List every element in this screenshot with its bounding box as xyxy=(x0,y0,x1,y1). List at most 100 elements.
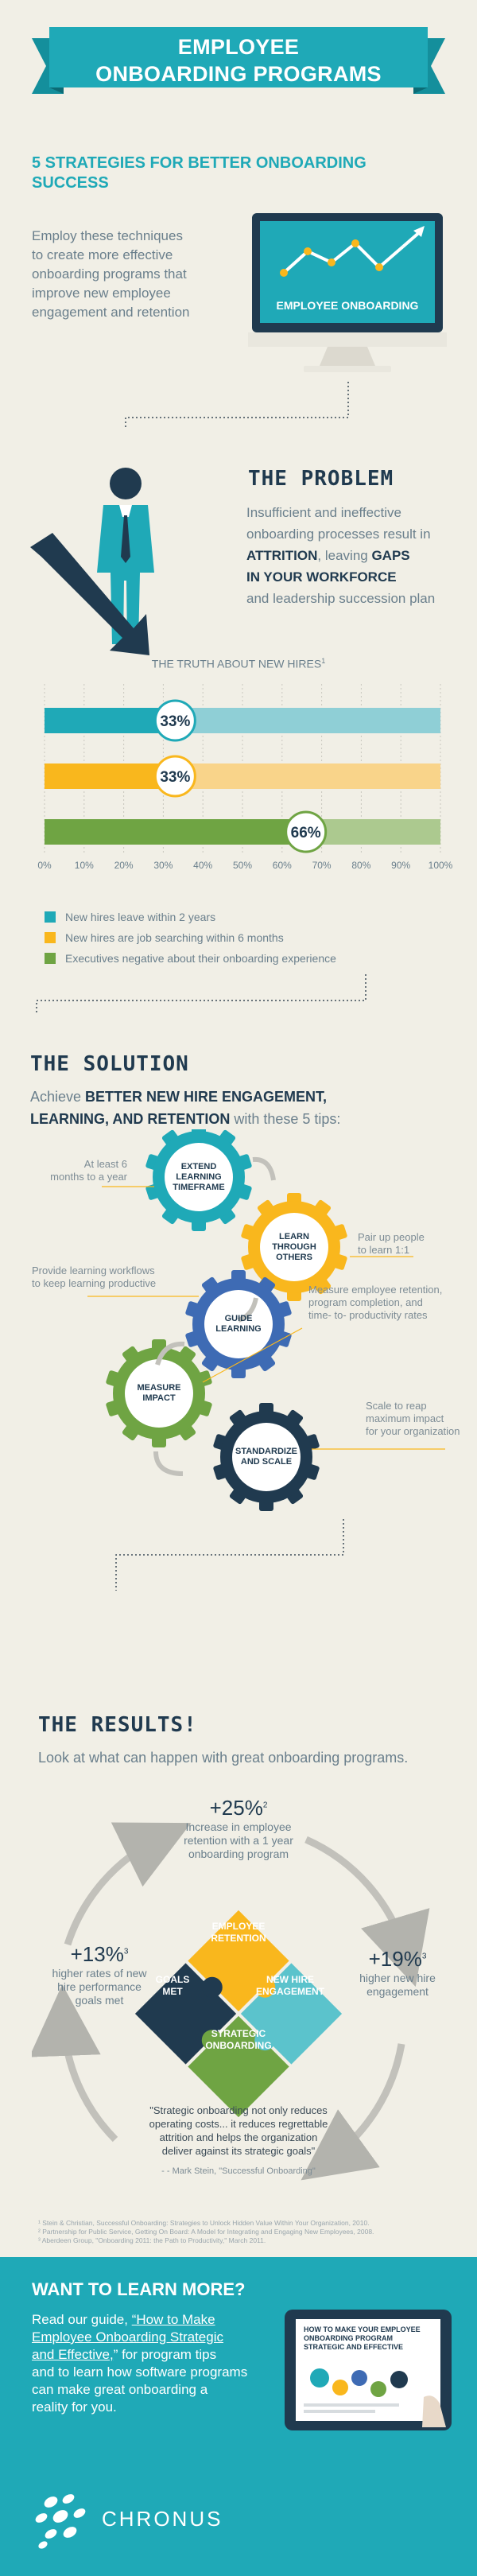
chronus-logo-icon xyxy=(32,2488,111,2551)
attrition-emphasis: ATTRITION xyxy=(246,548,318,563)
problem-line-1: Insufficient and ineffective xyxy=(246,505,402,520)
puzzle-engagement: NEW HIRE ENGAGEMENT xyxy=(250,1974,330,1998)
solution-intro-emphasis: BETTER NEW HIRE ENGAGEMENT, xyxy=(85,1089,328,1105)
problem-line-3-rest: , leaving xyxy=(317,548,372,563)
footnotes: ¹ Stein & Christian, Successful Onboardi… xyxy=(38,2219,452,2245)
connector-line xyxy=(36,974,366,1014)
result-goals: +13%3 higher rates of new hire performan… xyxy=(40,1942,159,2007)
results-subhead: Look at what can happen with great onboa… xyxy=(38,1750,409,1766)
solution-intro-line-2: LEARNING, AND RETENTION with these 5 tip… xyxy=(30,1108,460,1130)
quote-line: "Strategic onboarding not only reduces xyxy=(149,2104,328,2116)
chart-title: THE TRUTH ABOUT NEW HIRES1 xyxy=(0,657,477,670)
footnote: ² Partnership for Public Service, Gettin… xyxy=(38,2228,374,2236)
cta-line-2: Employee Onboarding Strategic xyxy=(32,2329,278,2346)
x-tick-label: 80% xyxy=(351,860,370,871)
chart-title-footnote: 1 xyxy=(321,657,326,665)
bar-value-label: 33% xyxy=(160,769,190,786)
puzzle-label-line: GOALS xyxy=(155,1974,190,1985)
gear-tip-line: time- to- productivity rates xyxy=(308,1309,428,1321)
quote-line: attrition and helps the organization xyxy=(159,2131,318,2143)
gear xyxy=(106,1339,212,1447)
gear-label-line: AND SCALE xyxy=(240,1457,293,1467)
chronus-brand: CHRONUS xyxy=(102,2507,223,2531)
connector-line xyxy=(115,1519,344,1591)
guide-link[interactable]: “How to Make xyxy=(131,2312,215,2327)
falling-employee-illustration xyxy=(30,461,197,660)
gear-arrow xyxy=(237,1297,258,1323)
gear-label-line: IMPACT xyxy=(142,1393,176,1403)
puzzle-label-line: RETENTION xyxy=(211,1933,266,1944)
cta-line-3-rest: ” for program tips xyxy=(113,2347,217,2362)
gear xyxy=(185,1270,292,1378)
monitor-illustration: EMPLOYEE ONBOARDING xyxy=(248,213,447,380)
quote-line: operating costs... it reduces regrettabl… xyxy=(149,2118,328,2130)
quote-line: deliver against its strategic goals" xyxy=(161,2145,316,2157)
banner-line-2: ONBOARDING PROGRAMS xyxy=(95,62,382,86)
result-desc-line: onboarding program xyxy=(188,1847,289,1860)
problem-line-4: IN YOUR WORKFORCE xyxy=(246,566,469,588)
legend-label: New hires are job searching within 6 mon… xyxy=(65,931,284,944)
guide-link[interactable]: Employee Onboarding Strategic xyxy=(32,2329,223,2345)
chart-legend: New hires leave within 2 years New hires… xyxy=(45,907,336,969)
new-hires-bar-chart: 0%10%20%30%40%50%60%70%80%90%100%33%33%6… xyxy=(37,684,453,871)
cta-line-1: Read our guide, “How to Make xyxy=(32,2311,278,2329)
intro-body-line: Employ these techniques xyxy=(32,228,183,243)
legend-swatch xyxy=(45,953,56,964)
gear-tip: Measure employee retention,program compl… xyxy=(308,1284,460,1322)
gaps-emphasis: GAPS xyxy=(371,548,410,563)
puzzle-label-line: ENGAGEMENT xyxy=(255,1986,324,1997)
x-tick-label: 70% xyxy=(312,860,332,871)
chart-title-text: THE TRUTH ABOUT NEW HIRES xyxy=(151,657,322,670)
gear-tip-line: to keep learning productive xyxy=(32,1277,157,1289)
puzzle-label-line: STRATEGIC xyxy=(211,2028,266,2039)
result-footnote: 3 xyxy=(123,1947,129,1956)
gear-label-line: THROUGH xyxy=(272,1241,316,1252)
gear-label-line: LEARNING xyxy=(176,1171,222,1182)
x-tick-label: 10% xyxy=(75,860,94,871)
book-title-line: STRATEGIC AND EFFECTIVE xyxy=(304,2343,404,2351)
solution-intro-rest: with these 5 tips: xyxy=(230,1111,341,1127)
gear-label-line: EXTEND xyxy=(180,1161,217,1171)
results-heading: THE RESULTS! xyxy=(38,1713,197,1737)
solution-intro-pre: Achieve xyxy=(30,1089,86,1105)
legend-swatch xyxy=(45,911,56,923)
problem-line-5: and leadership succession plan xyxy=(246,591,436,606)
guide-tablet-image[interactable]: HOW TO MAKE YOUR EMPLOYEE ONBOARDING PRO… xyxy=(285,2310,452,2430)
connector-line xyxy=(125,382,349,429)
quote-attribution: - - Mark Stein, "Successful Onboarding" xyxy=(161,2166,316,2176)
bar-value-badge xyxy=(285,810,328,853)
gear-tip-line: Measure employee retention, xyxy=(308,1284,443,1296)
legend-label: New hires leave within 2 years xyxy=(65,911,216,923)
cta-line-5: can make great onboarding a xyxy=(32,2382,208,2397)
cta-heading: WANT TO LEARN MORE? xyxy=(32,2279,246,2299)
results-quote: "Strategic onboarding not only reduces o… xyxy=(111,2104,366,2178)
gear-tip-line: months to a year xyxy=(50,1171,127,1183)
result-desc: higher new hire engagement xyxy=(342,1972,453,1999)
gear-label-line: LEARN xyxy=(279,1231,309,1241)
result-desc: Increase in employee retention with a 1 … xyxy=(175,1820,302,1861)
puzzle-label-line: NEW HIRE xyxy=(266,1974,314,1985)
result-retention: +25%2 Increase in employee retention wit… xyxy=(175,1796,302,1861)
legend-label: Executives negative about their onboardi… xyxy=(65,952,336,965)
banner-line-1: EMPLOYEE xyxy=(177,35,300,59)
guide-link[interactable]: and Effective, xyxy=(32,2347,114,2362)
footnote: ³ Aberdeen Group, "Onboarding 2011: the … xyxy=(38,2236,266,2244)
gear-tip-line: Scale to reap xyxy=(366,1400,427,1412)
book-title: HOW TO MAKE YOUR EMPLOYEE ONBOARDING PRO… xyxy=(304,2325,439,2352)
result-desc-line: higher rates of new xyxy=(52,1967,147,1980)
solution-intro: Achieve BETTER NEW HIRE ENGAGEMENT, LEAR… xyxy=(30,1086,460,1130)
gear-tip-line: At least 6 xyxy=(83,1158,127,1170)
result-desc-line: retention with a 1 year xyxy=(184,1834,293,1847)
problem-line-3: ATTRITION, leaving GAPS xyxy=(246,545,469,566)
intro-title-line-2: SUCCESS xyxy=(32,174,109,192)
x-tick-label: 100% xyxy=(429,860,453,871)
cta-line-6: reality for you. xyxy=(32,2399,117,2415)
cta-body: Read our guide, “How to Make Employee On… xyxy=(32,2311,278,2416)
